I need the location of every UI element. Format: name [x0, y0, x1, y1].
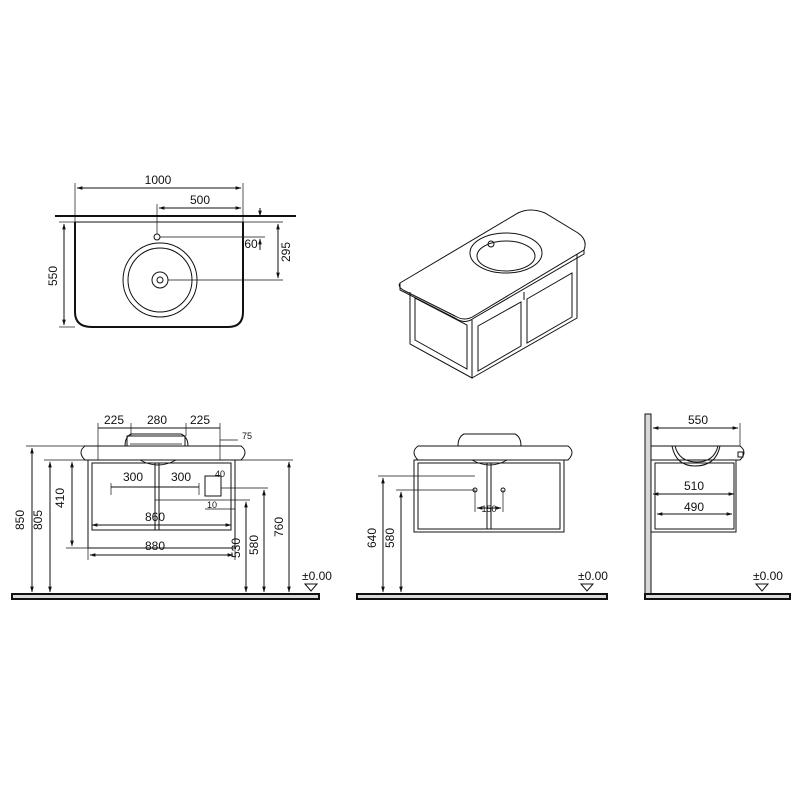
dim-overhang: 75	[242, 431, 252, 441]
front2-cabinet	[413, 459, 565, 533]
drain-icon	[151, 271, 169, 289]
iso-door-right	[526, 272, 573, 344]
dim-leg-left: 300	[123, 470, 143, 484]
side-view: 550 510 490 ±0.00	[644, 413, 791, 600]
side-top-slab	[650, 445, 745, 461]
dim-h-640: 640	[365, 528, 379, 548]
dim-h-580: 580	[247, 535, 261, 555]
dim-h-410: 410	[53, 488, 67, 508]
floor-2	[356, 593, 608, 600]
dim-offset-150: 150	[481, 504, 496, 514]
dim-side-depth: 550	[688, 413, 708, 427]
side-cabinet	[650, 459, 737, 533]
iso-top-slab	[398, 209, 586, 320]
dim-tap-setback: 60	[244, 237, 258, 251]
dim-h-580-b: 580	[383, 528, 397, 548]
dim-inner-510: 510	[684, 479, 704, 493]
iso-cabinet-side	[409, 292, 473, 379]
dim-seg-mid: 280	[147, 413, 167, 427]
tap-hole-icon	[153, 233, 161, 241]
dim-inner-490: 490	[684, 500, 704, 514]
plan-view: 1000 500 60 295 550	[46, 173, 296, 328]
dim-h-850: 850	[13, 510, 27, 530]
dim-h-760: 760	[272, 517, 286, 537]
dim-gap-40: 40	[215, 469, 225, 479]
top-outline	[74, 222, 244, 328]
front2-top-slab	[413, 445, 573, 461]
dim-leg-right: 300	[171, 470, 191, 484]
front-cabinet	[87, 459, 236, 549]
dim-bowl-center: 295	[279, 242, 293, 262]
front-outlet-box	[204, 475, 222, 497]
front-view: 225 280 225 75 300 300 40 10 860 880 850…	[11, 413, 332, 600]
dim-seg-left: 225	[104, 413, 124, 427]
front-top-slab	[80, 445, 246, 461]
dim-inner-width: 860	[145, 510, 165, 524]
floor-3	[644, 593, 791, 600]
floor-level-label-3: ±0.00	[753, 569, 783, 583]
iso-cabinet-front	[471, 254, 578, 379]
dim-h-530: 530	[229, 538, 243, 558]
floor-level-label-2: ±0.00	[578, 569, 608, 583]
iso-bowl-outer	[469, 232, 543, 274]
dim-gap-10: 10	[207, 500, 217, 510]
iso-door-left	[477, 301, 522, 372]
dim-h-805: 805	[31, 510, 45, 530]
isometric-view	[398, 209, 586, 379]
side-wall	[644, 413, 652, 600]
dim-tap-offset: 500	[190, 193, 210, 207]
dim-seg-right: 225	[190, 413, 210, 427]
iso-bowl-inner	[476, 240, 536, 272]
floor-1	[11, 593, 320, 600]
dim-depth: 550	[46, 266, 60, 286]
front-view-2: 150 640 580 ±0.00	[356, 433, 608, 600]
floor-level-label: ±0.00	[302, 569, 332, 583]
dim-outer-width: 880	[145, 539, 165, 553]
dim-width: 1000	[145, 173, 172, 187]
